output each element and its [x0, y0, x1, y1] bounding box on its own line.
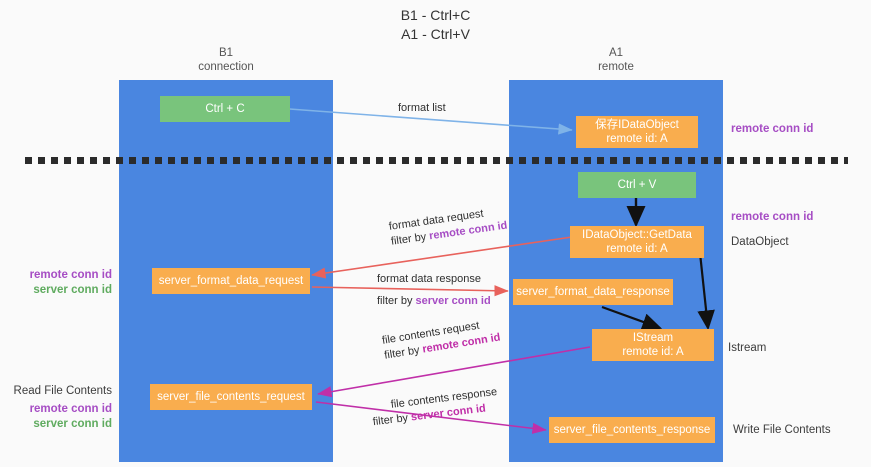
lane-header-b1-sub: connection	[198, 61, 254, 73]
node-server-format-data-request-label: server_format_data_request	[158, 275, 304, 287]
diagram-title-line-1: B1 - Ctrl+C	[400, 7, 471, 23]
edge-label-format-data-response-line1: format data response	[377, 273, 481, 285]
annotation-left-server-conn-id-mid: server conn id	[33, 284, 112, 296]
node-server-file-contents-response[interactable]: server_file_contents_response	[549, 417, 715, 443]
annotation-remote-conn-id-mid: remote conn id	[731, 211, 814, 223]
node-idataobject-getdata[interactable]: IDataObject::GetData remote id: A	[570, 226, 704, 258]
node-server-format-data-response[interactable]: server_format_data_response	[513, 279, 673, 305]
annotation-dataobject: DataObject	[731, 236, 789, 248]
lane-header-a1: A1 remote	[509, 46, 723, 74]
node-ctrl-v[interactable]: Ctrl + V	[578, 172, 696, 198]
annotation-istream: Istream	[728, 342, 767, 354]
node-istream-line1: IStream	[632, 332, 674, 344]
annotation-left-server-conn-id-bottom: server conn id	[33, 418, 112, 430]
node-idataobject-getdata-line2: remote id: A	[606, 243, 668, 255]
edge-label-format-data-response: format data response filter by server co…	[377, 272, 491, 309]
annotation-left-remote-conn-id-bottom: remote conn id	[29, 403, 112, 415]
edge-label-format-data-response-line2: filter by server conn id	[377, 295, 491, 307]
node-ctrl-c-label: Ctrl + C	[205, 103, 245, 115]
annotation-remote-conn-id-top: remote conn id	[731, 123, 814, 135]
lane-header-a1-name: A1	[608, 47, 624, 59]
phase-separator-dashed-line	[25, 157, 848, 164]
annotation-write-file-contents: Write File Contents	[733, 424, 831, 436]
edge-label-file-contents-response: file contents response filter by server …	[372, 385, 500, 428]
node-istream-line2: remote id: A	[622, 346, 684, 358]
edge-label-format-data-request: format data request filter by remote con…	[388, 204, 508, 250]
node-save-idataobject-line2: remote id: A	[606, 133, 668, 145]
edge-label-file-contents-request: file contents request filter by remote c…	[381, 316, 502, 364]
node-server-format-data-response-label: server_format_data_response	[516, 286, 670, 298]
annotation-read-file-contents: Read File Contents	[13, 385, 112, 397]
lane-header-b1: B1 connection	[119, 46, 333, 74]
node-save-idataobject[interactable]: 保存IDataObject remote id: A	[576, 116, 698, 148]
node-save-idataobject-line1: 保存IDataObject	[595, 119, 679, 131]
node-server-file-contents-request-label: server_file_contents_request	[157, 391, 305, 403]
node-ctrl-v-label: Ctrl + V	[617, 179, 657, 191]
annotation-left-remote-conn-id-mid: remote conn id	[29, 269, 112, 281]
node-server-file-contents-response-label: server_file_contents_response	[553, 424, 711, 436]
node-server-file-contents-request[interactable]: server_file_contents_request	[150, 384, 312, 410]
node-ctrl-c[interactable]: Ctrl + C	[160, 96, 290, 122]
edge-label-format-list: format list	[398, 102, 446, 114]
lane-header-a1-sub: remote	[598, 61, 634, 73]
node-idataobject-getdata-line1: IDataObject::GetData	[582, 229, 692, 241]
lane-header-b1-name: B1	[218, 47, 234, 59]
node-istream[interactable]: IStream remote id: A	[592, 329, 714, 361]
node-server-format-data-request[interactable]: server_format_data_request	[152, 268, 310, 294]
diagram-title-line-2: A1 - Ctrl+V	[401, 26, 470, 42]
diagram-title: B1 - Ctrl+C A1 - Ctrl+V	[0, 6, 871, 44]
